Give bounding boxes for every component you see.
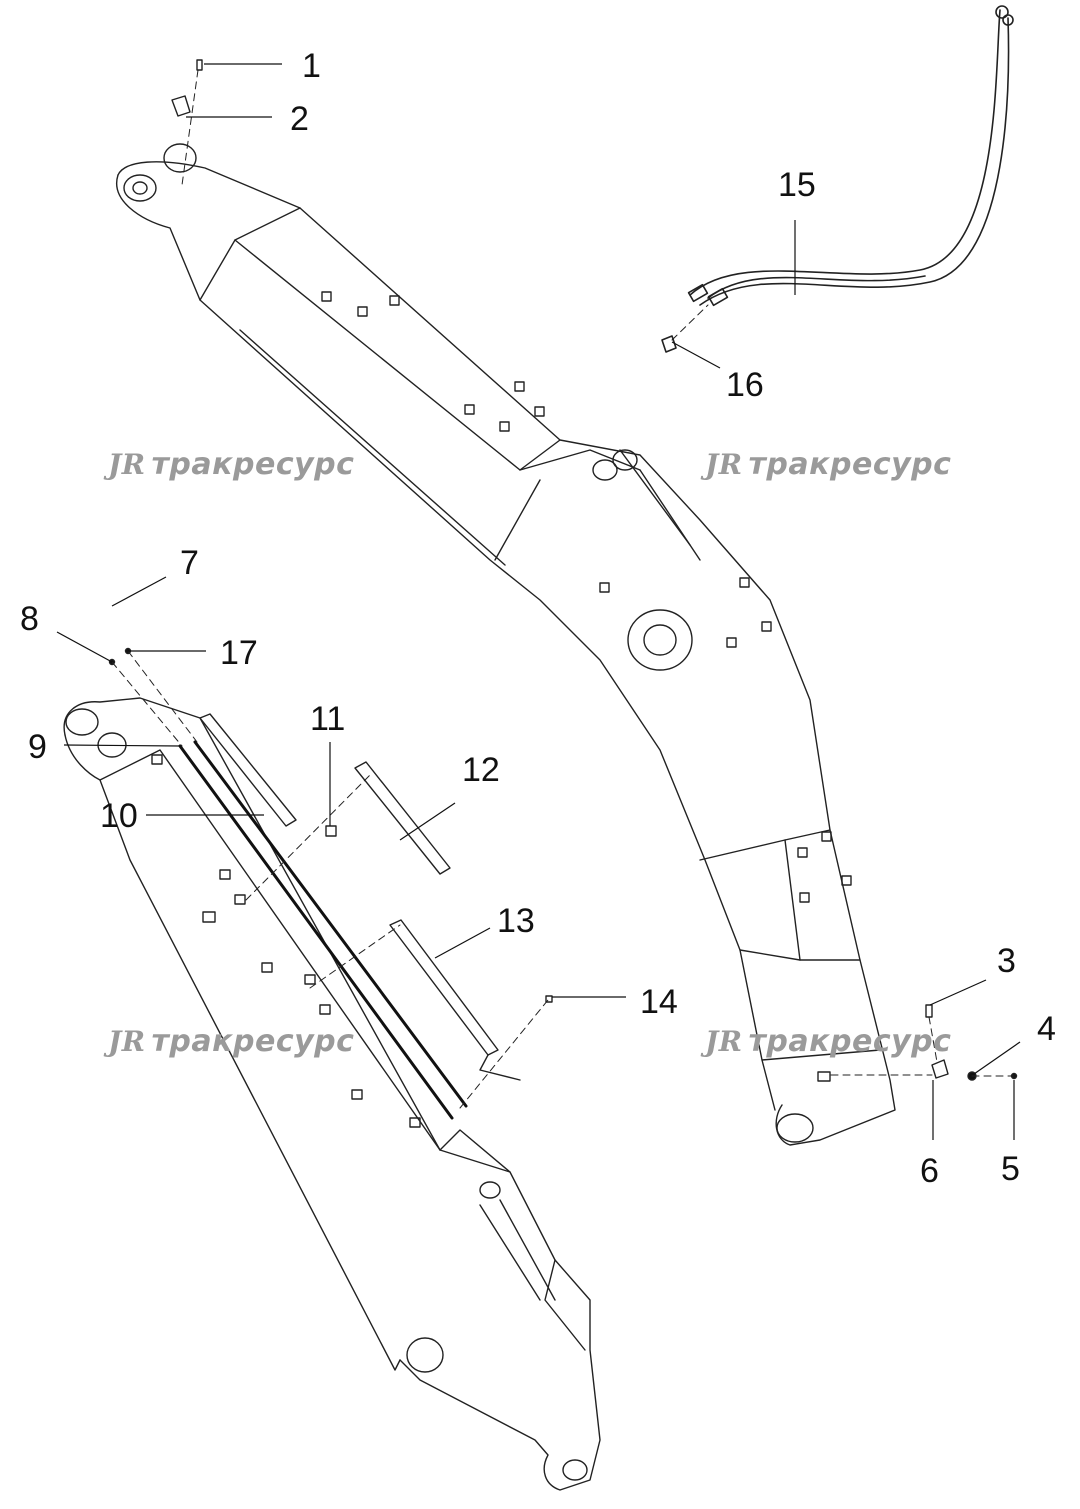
callout-2: 2 xyxy=(290,100,309,138)
callout-12: 12 xyxy=(462,751,500,789)
watermark-logo: JR xyxy=(705,1025,743,1058)
watermark-logo: JR xyxy=(705,448,743,481)
callout-11: 11 xyxy=(310,700,345,738)
watermark-text: тракресурс xyxy=(151,447,355,482)
callout-17: 17 xyxy=(220,634,258,672)
callout-10: 10 xyxy=(100,797,138,835)
watermark-text: тракресурс xyxy=(151,1024,355,1059)
cover-plates-part xyxy=(199,713,521,1081)
leader-lines xyxy=(56,63,1021,1140)
callout-4: 4 xyxy=(1037,1010,1056,1048)
callout-1: 1 xyxy=(302,47,321,85)
callout-6: 6 xyxy=(920,1152,939,1190)
arm-part xyxy=(63,697,601,1491)
watermark: JR тракресурс xyxy=(705,447,951,482)
hose-lines-part xyxy=(178,740,468,1120)
watermark: JR тракресурс xyxy=(705,1024,951,1059)
callout-14: 14 xyxy=(640,983,678,1021)
watermark-logo: JR xyxy=(108,448,146,481)
callout-3: 3 xyxy=(997,942,1016,980)
callout-5: 5 xyxy=(1001,1150,1020,1188)
watermark-text: тракресурс xyxy=(748,1024,952,1059)
watermark: JR тракресурс xyxy=(108,1024,354,1059)
callout-labels: 1 2 3 4 5 6 7 8 9 10 11 12 13 14 15 16 1… xyxy=(20,47,1056,1190)
watermark-text: тракресурс xyxy=(748,447,952,482)
callout-13: 13 xyxy=(497,902,535,940)
callout-9: 9 xyxy=(28,728,47,766)
watermark: JR тракресурс xyxy=(108,447,354,482)
callout-7: 7 xyxy=(180,544,199,582)
assembly-lines xyxy=(111,69,1015,1109)
small-fittings-part xyxy=(108,59,1018,1081)
callout-16: 16 xyxy=(726,366,764,404)
callout-15: 15 xyxy=(778,166,816,204)
boom-part xyxy=(116,143,896,1146)
watermark-logo: JR xyxy=(108,1025,146,1058)
callout-8: 8 xyxy=(20,600,39,638)
hose-assembly-part xyxy=(661,5,1014,353)
